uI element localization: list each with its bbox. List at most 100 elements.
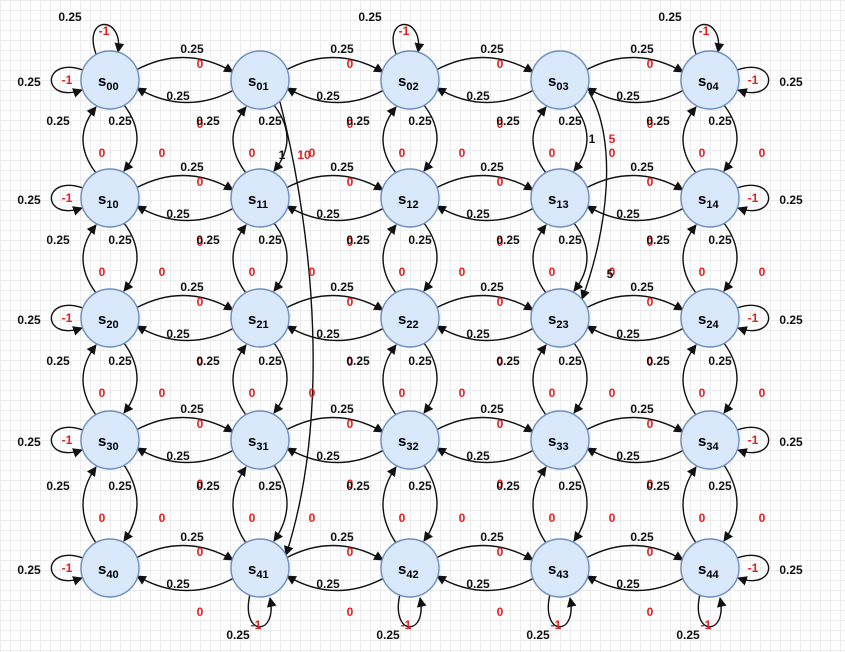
reward-s43-to-s42: 0 [497,605,504,619]
prob-s03-to-s23: 1 [589,132,596,146]
edge-s30-to-s31 [135,416,234,433]
reward-loop-s20-left: -1 [62,311,73,325]
prob-s23-to-s24: 0.25 [630,280,654,294]
prob-s03-to-s02: 0.25 [466,89,490,103]
edge-s40-to-s30 [82,466,97,544]
node-s30 [80,410,140,470]
prob-s01-to-s11: 0.25 [258,114,282,128]
reward-s03-to-s02: 0 [497,117,504,131]
reward-s20-to-s30: 0 [159,386,166,400]
prob-s02-to-s03: 0.25 [480,42,504,56]
prob-s31-to-s41: 0.25 [258,479,282,493]
node-s03 [530,50,590,110]
reward-s42-to-s41: 0 [347,605,354,619]
node-index-s20: 20 [106,319,118,331]
reward-s12-to-s13: 0 [497,175,504,189]
node-s21 [230,288,290,348]
prob-s12-to-s13: 0.25 [480,160,504,174]
reward-loop-s43-bottom: -1 [551,618,562,632]
reward-s23-to-s13: 0 [549,265,556,279]
reward-loop-s14-right: -1 [748,191,759,205]
prob-s13-to-s12: 0.25 [466,207,490,221]
prob-loop-s00-left: 0.25 [17,75,41,89]
node-s33 [530,410,590,470]
reward-s34-to-s44: 0 [759,511,766,525]
prob-s42-to-s43: 0.25 [480,530,504,544]
loop-s44-right [736,554,770,586]
reward-s23-to-s33: 0 [609,386,616,400]
prob-s42-to-s32: 0.25 [346,479,370,493]
reward-s32-to-s31: 0 [347,477,354,491]
node-index-s44: 44 [706,569,719,581]
edge-s41-to-s40 [136,575,235,592]
edge-s14-to-s13 [586,205,685,222]
prob-s00-to-s10: 0.25 [108,114,132,128]
reward-s43-to-s33: 0 [549,511,556,525]
reward-s24-to-s23: 0 [647,355,654,369]
edge-s20-to-s30 [123,342,138,414]
edge-s24-to-s23 [586,325,685,342]
edge-s22-to-s21 [286,325,385,342]
prob-s43-to-s44: 0.25 [630,530,654,544]
edge-s12-to-s11 [286,205,385,222]
prob-s03-to-s13: 0.25 [558,114,582,128]
reward-s24-to-s14: 0 [699,265,706,279]
edge-s22-to-s23 [435,294,534,311]
reward-s11-to-s12: 0 [347,175,354,189]
reward-s04-to-s03: 0 [647,117,654,131]
prob-s24-to-s34: 0.25 [708,354,732,368]
reward-s24-to-s34: 0 [759,386,766,400]
edge-s01-to-s02 [285,56,384,73]
prob-s32-to-s31: 0.25 [316,449,340,463]
prob-s31-to-s32: 0.25 [330,402,354,416]
prob-s22-to-s23: 0.25 [480,280,504,294]
reward-s01-to-s00: 0 [197,117,204,131]
edge-s23-to-s33 [573,342,588,414]
edge-s24-to-s14 [682,224,697,294]
reward-s02-to-s12: 0 [459,146,466,160]
prob-s33-to-s32: 0.25 [466,449,490,463]
reward-s34-to-s33: 0 [647,477,654,491]
loop-s04-top [692,23,725,55]
prob-s20-to-s21: 0.25 [180,280,204,294]
reward-loop-s00-left: -1 [62,73,73,87]
prob-s44-to-s34: 0.25 [646,479,670,493]
loop-s34-right [736,426,770,458]
prob-s34-to-s44: 0.25 [708,479,732,493]
node-index-s10: 10 [106,199,118,211]
reward-loop-s24-right: -1 [748,311,759,325]
prob-s20-to-s10: 0.25 [46,233,70,247]
reward-s33-to-s32: 0 [497,477,504,491]
reward-s22-to-s23: 0 [497,295,504,309]
edge-s02-to-s03 [435,56,534,73]
prob-s14-to-s24: 0.25 [708,233,732,247]
edge-s00-to-s10 [123,104,138,172]
node-s13 [530,168,590,228]
node-s11 [230,168,290,228]
prob-s10-to-s00: 0.25 [46,114,70,128]
reward-s30-to-s40: 0 [159,511,166,525]
label-s03-to-s23-value: 5 [607,267,614,281]
reward-s14-to-s13: 0 [647,235,654,249]
node-s41 [230,538,290,598]
edge-s23-to-s22 [436,325,535,342]
prob-s21-to-s22: 0.25 [330,280,354,294]
reward-s33-to-s34: 0 [647,417,654,431]
edge-s40-to-s41 [135,544,234,561]
edge-s21-to-s31 [273,342,288,414]
loop-s43-bottom [547,593,577,628]
reward-loop-s40-left: -1 [62,561,73,575]
prob-loop-s34-right: 0.25 [779,435,803,449]
node-s04 [680,50,740,110]
edge-s24-to-s34 [723,342,738,414]
edge-s32-to-s42 [423,464,438,542]
edge-s30-to-s40 [123,464,138,542]
prob-s32-to-s33: 0.25 [480,402,504,416]
prob-loop-s20-left: 0.25 [17,313,41,327]
node-s44 [680,538,740,598]
node-index-s11: 11 [256,199,268,211]
edge-s02-to-s01 [286,87,385,104]
prob-s32-to-s22: 0.25 [346,354,370,368]
prob-s11-to-s10: 0.25 [166,207,190,221]
reward-s23-to-s24: 0 [647,295,654,309]
